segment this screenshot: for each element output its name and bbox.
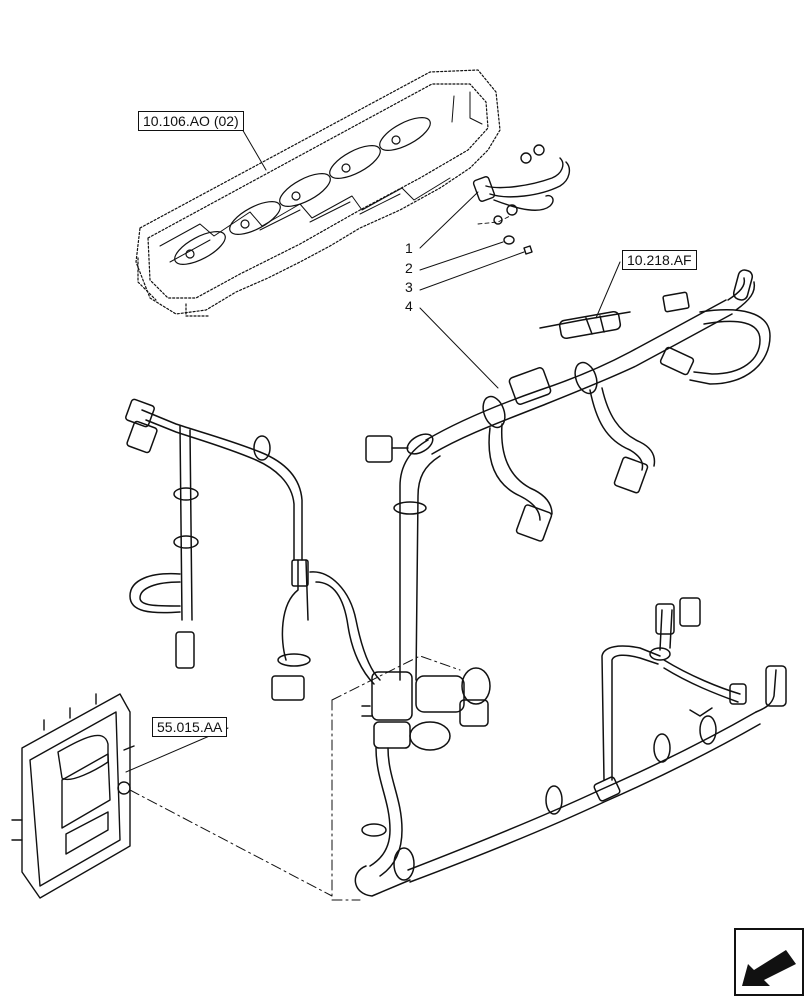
ref-injector[interactable]: 10.218.AF [622, 250, 697, 270]
callout-1: 1 [405, 240, 413, 256]
main-engine-harness [125, 269, 787, 897]
ecu-link-dashdot [129, 655, 461, 901]
ecu-module-drawing [11, 693, 135, 899]
callout-4: 4 [405, 298, 413, 314]
injector-jumper-harness [472, 144, 571, 255]
previous-page-arrow-icon[interactable] [734, 928, 804, 996]
ref-rocker-cover[interactable]: 10.106.AO (02) [138, 111, 244, 131]
rocker-cover-drawing [135, 69, 501, 317]
callout-3: 3 [405, 279, 413, 295]
callout-2: 2 [405, 260, 413, 276]
ref-ecu[interactable]: 55.015.AA [152, 717, 228, 737]
